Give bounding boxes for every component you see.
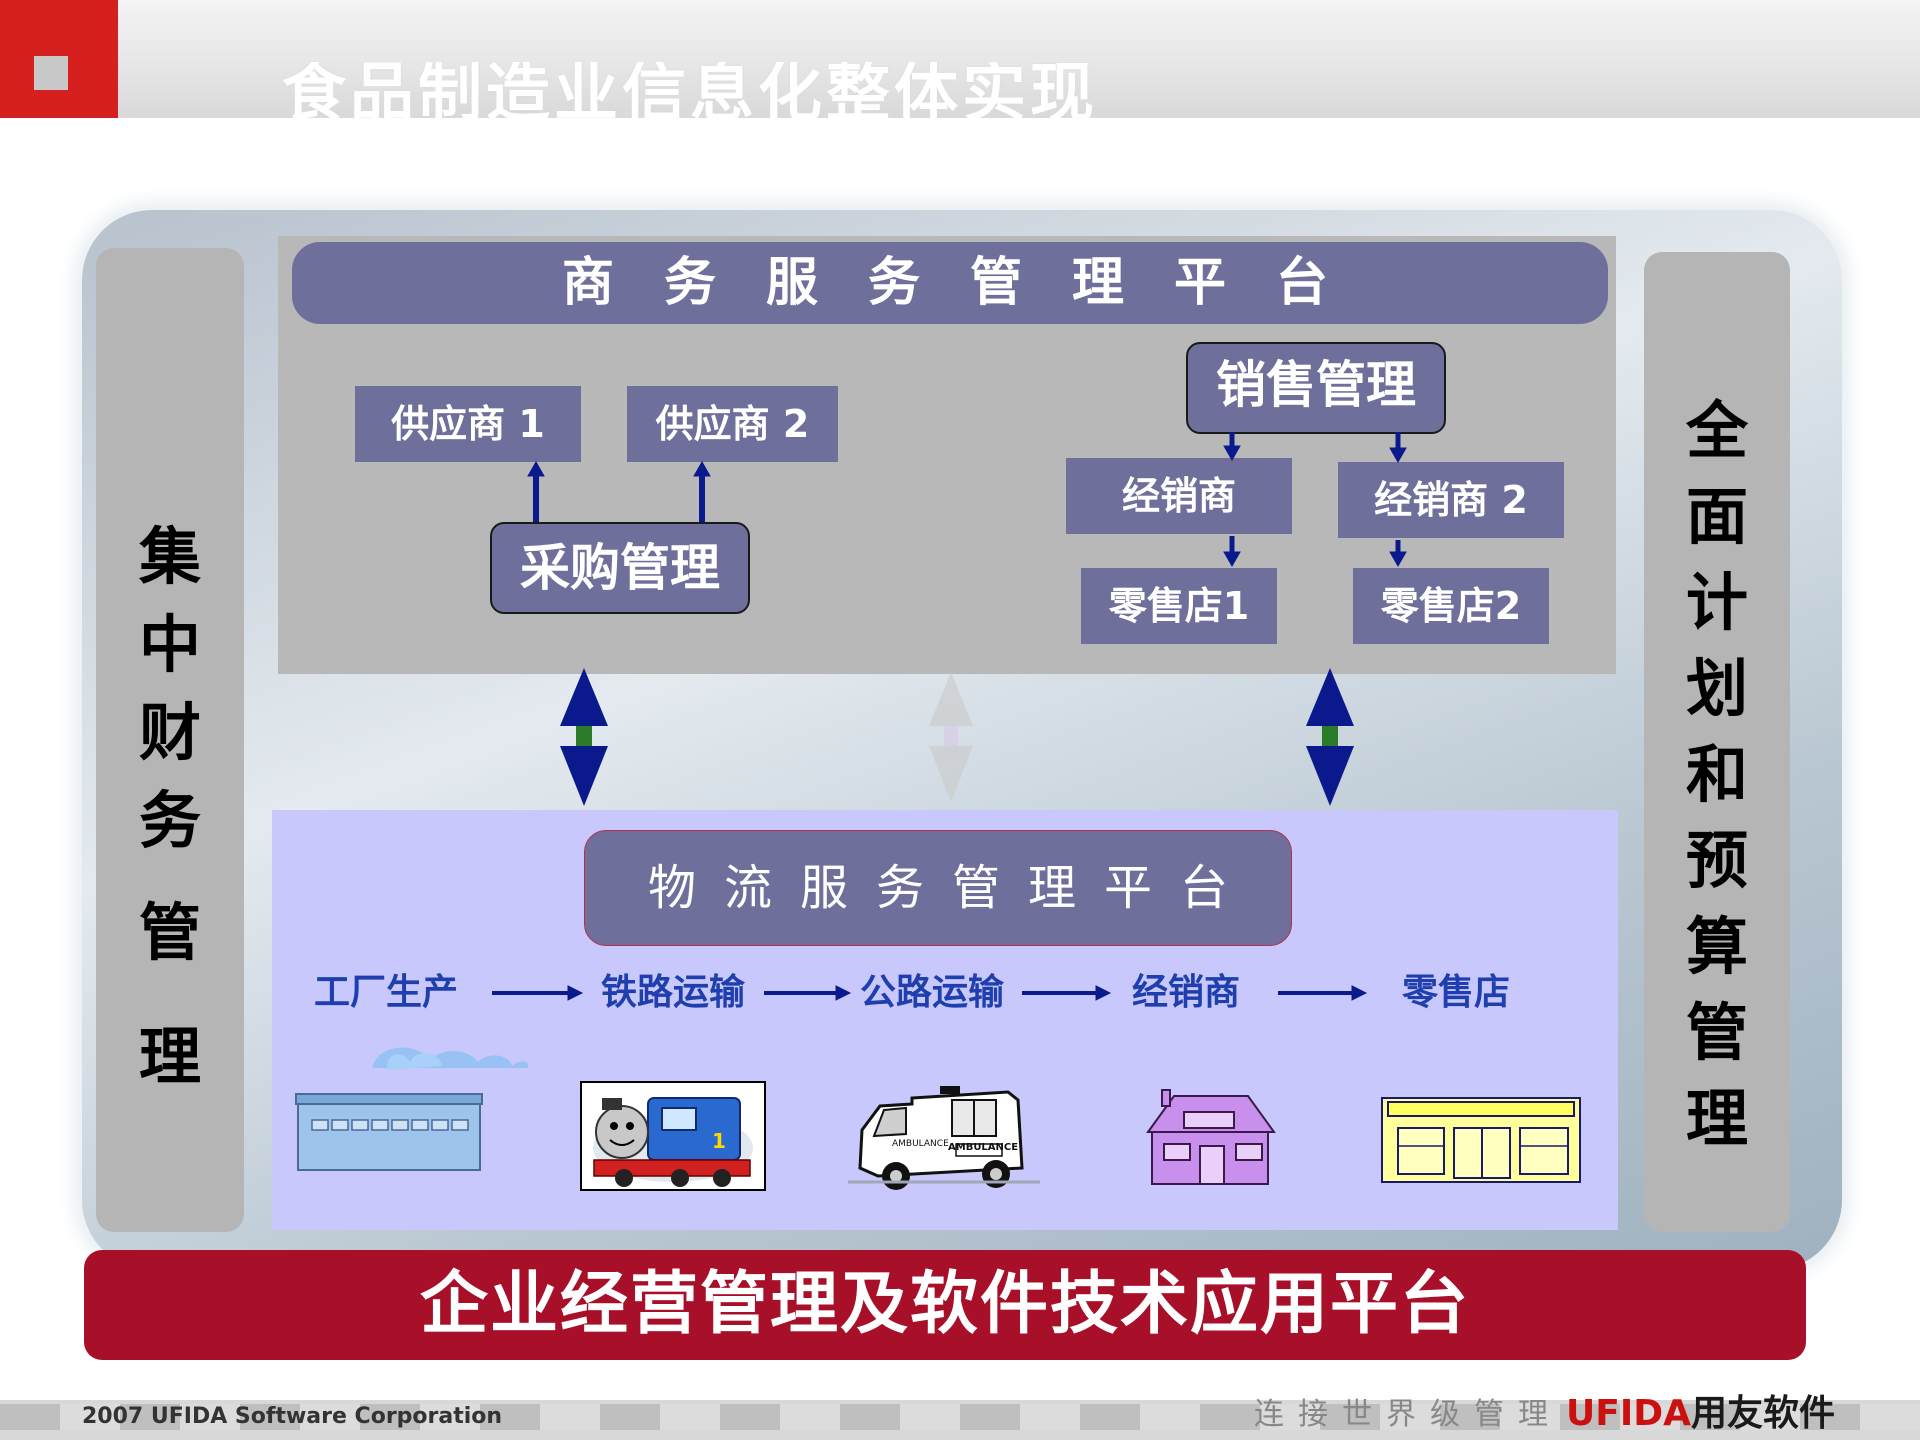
step-factory-production: 工厂生产 xyxy=(314,972,459,1013)
foundation-platform-banner: 企业经营管理及软件技术应用平台 xyxy=(84,1250,1806,1360)
copyright-text: 2007 UFIDA Software Corporation xyxy=(82,1404,503,1429)
slide-title: 食品制造业信息化整体实现 xyxy=(282,62,1098,118)
arrow-step-3 xyxy=(1022,985,1112,1001)
arrow-purchase-to-supplier-1 xyxy=(527,460,545,522)
step-road-transport: 公路运输 xyxy=(860,972,1005,1013)
store-icon xyxy=(1381,1097,1581,1183)
right-panel-char: 全 xyxy=(1685,394,1748,467)
arrow-sales-to-dealer-1 xyxy=(1223,432,1241,462)
purchase-management-box: 采购管理 xyxy=(490,522,750,614)
sales-management-box: 销售管理 xyxy=(1186,342,1446,434)
factory-icon xyxy=(295,1047,529,1171)
right-panel-char: 面 xyxy=(1685,480,1748,553)
right-panel-char: 理 xyxy=(1685,1082,1748,1155)
right-panel-char: 计 xyxy=(1685,566,1748,639)
arrow-step-4 xyxy=(1278,985,1368,1001)
supplier-1-box: 供应商 1 xyxy=(355,386,581,462)
left-panel-financial: 集 中 财 务 管 理 xyxy=(96,248,244,1232)
brand-name-en: UFIDA xyxy=(1566,1393,1691,1434)
house-icon xyxy=(1146,1089,1276,1185)
supplier-2-box: 供应商 2 xyxy=(627,386,838,462)
left-panel-char: 财 xyxy=(138,696,201,769)
footer-stripe xyxy=(0,1404,1920,1430)
slogan-text: 连接世界级管理 xyxy=(1254,1397,1562,1432)
brand-name-cn: 用友软件 xyxy=(1690,1393,1835,1434)
left-panel-char: 管 xyxy=(138,896,201,969)
business-platform-title: 商务服务管理平台 xyxy=(292,242,1608,324)
step-retailer: 零售店 xyxy=(1402,972,1511,1013)
arrow-step-1 xyxy=(492,985,584,1001)
left-panel-char: 集 xyxy=(138,520,201,593)
logo-square xyxy=(34,56,68,90)
brand-logo: UFIDA用友软件 xyxy=(1566,1394,1835,1434)
double-arrow-right xyxy=(1306,668,1354,806)
left-panel-char: 中 xyxy=(138,608,201,681)
arrow-step-2 xyxy=(764,985,852,1001)
header-band xyxy=(0,0,1920,118)
right-panel-planning: 全 面 计 划 和 预 算 管 理 xyxy=(1644,252,1790,1232)
double-arrow-left xyxy=(560,668,608,806)
step-dealer: 经销商 xyxy=(1132,972,1241,1013)
svg-text:1: 1 xyxy=(712,1129,726,1153)
train-icon: 1 xyxy=(580,1081,766,1191)
right-panel-char: 划 xyxy=(1685,652,1748,725)
arrow-dealer-2-to-retailer-2 xyxy=(1389,540,1407,568)
arrow-dealer-1-to-retailer-1 xyxy=(1223,536,1241,568)
svg-text:AMBULANCE: AMBULANCE xyxy=(892,1139,949,1149)
left-panel-char: 务 xyxy=(138,784,201,857)
retailer-1-box: 零售店1 xyxy=(1081,568,1277,644)
double-arrow-center xyxy=(929,672,973,802)
right-panel-char: 和 xyxy=(1685,738,1748,811)
ambulance-icon: AMBULANCE AMBULANCE xyxy=(848,1086,1040,1190)
left-panel-char: 理 xyxy=(138,1020,201,1093)
retailer-2-box: 零售店2 xyxy=(1353,568,1549,644)
right-panel-char: 算 xyxy=(1685,910,1748,983)
step-rail-transport: 铁路运输 xyxy=(601,972,746,1013)
arrow-sales-to-dealer-2 xyxy=(1389,432,1407,464)
arrow-purchase-to-supplier-2 xyxy=(693,460,711,522)
right-panel-char: 管 xyxy=(1685,996,1748,1069)
dealer-2-box: 经销商 2 xyxy=(1338,462,1564,538)
dealer-1-box: 经销商 xyxy=(1066,458,1292,534)
logistics-platform-title: 物流服务管理平台 xyxy=(584,830,1292,946)
right-panel-char: 预 xyxy=(1685,824,1748,897)
svg-text:AMBULANCE: AMBULANCE xyxy=(948,1142,1018,1153)
